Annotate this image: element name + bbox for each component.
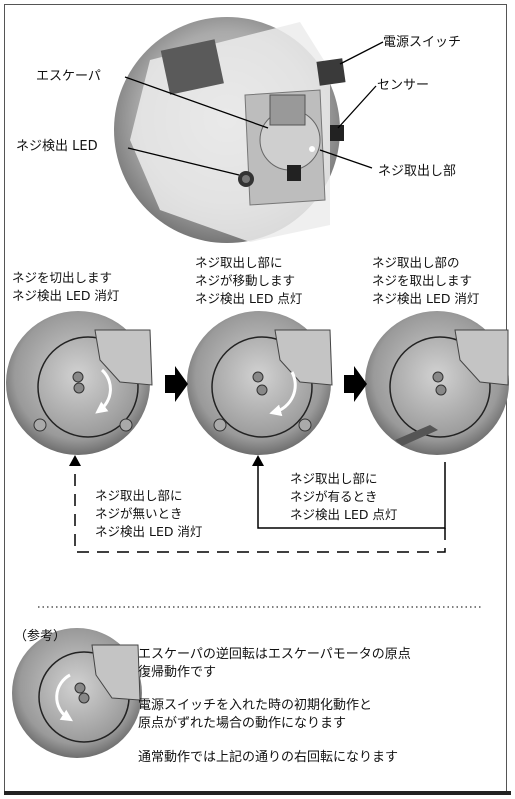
mech-circle-1 (6, 311, 153, 455)
reference-para-2: 電源スイッチを入れた時の初期化動作と 原点がずれた場合の動作になります (138, 698, 373, 731)
loop-present-line (257, 462, 446, 529)
label-screw-led: ネジ検出 LED (16, 139, 98, 154)
step-3-caption: ネジ取出し部の ネジを取出します ネジ検出 LED 消灯 (372, 255, 480, 306)
label-sensor: センサー (377, 78, 430, 93)
reference-para-1: エスケーパの逆回転はエスケーパモータの原点 復帰動作です (138, 647, 411, 680)
loop-present-caption: ネジ取出し部に ネジが有るとき ネジ検出 LED 点灯 (290, 471, 398, 522)
mech-circle-2 (187, 311, 333, 455)
step-2-caption: ネジ取出し部に ネジが移動します ネジ検出 LED 点灯 (195, 255, 303, 306)
reference-para-3: 通常動作では上記の通りの右回転になります (138, 750, 399, 765)
reference-heading: （参考） (14, 629, 67, 644)
flow-arrow-1 (165, 366, 188, 402)
step-1-caption: ネジを切出します ネジ検出 LED 消灯 (12, 270, 120, 303)
machine-top-photo (114, 17, 346, 243)
loop-present-arrow (252, 455, 264, 466)
label-power-switch: 電源スイッチ (383, 35, 462, 50)
label-escapement: エスケーパ (36, 69, 101, 84)
label-pickup: ネジ取出し部 (378, 164, 457, 179)
loop-absent-line (74, 462, 446, 553)
mech-circle-ref (12, 628, 142, 758)
mech-circle-3 (365, 311, 509, 455)
loop-absent-arrow (69, 455, 81, 466)
loop-absent-caption: ネジ取出し部に ネジが無いとき ネジ検出 LED 消灯 (95, 488, 203, 539)
flow-arrow-2 (344, 366, 367, 402)
page-frame-shadow (4, 791, 511, 795)
leader-lines (124, 41, 384, 176)
